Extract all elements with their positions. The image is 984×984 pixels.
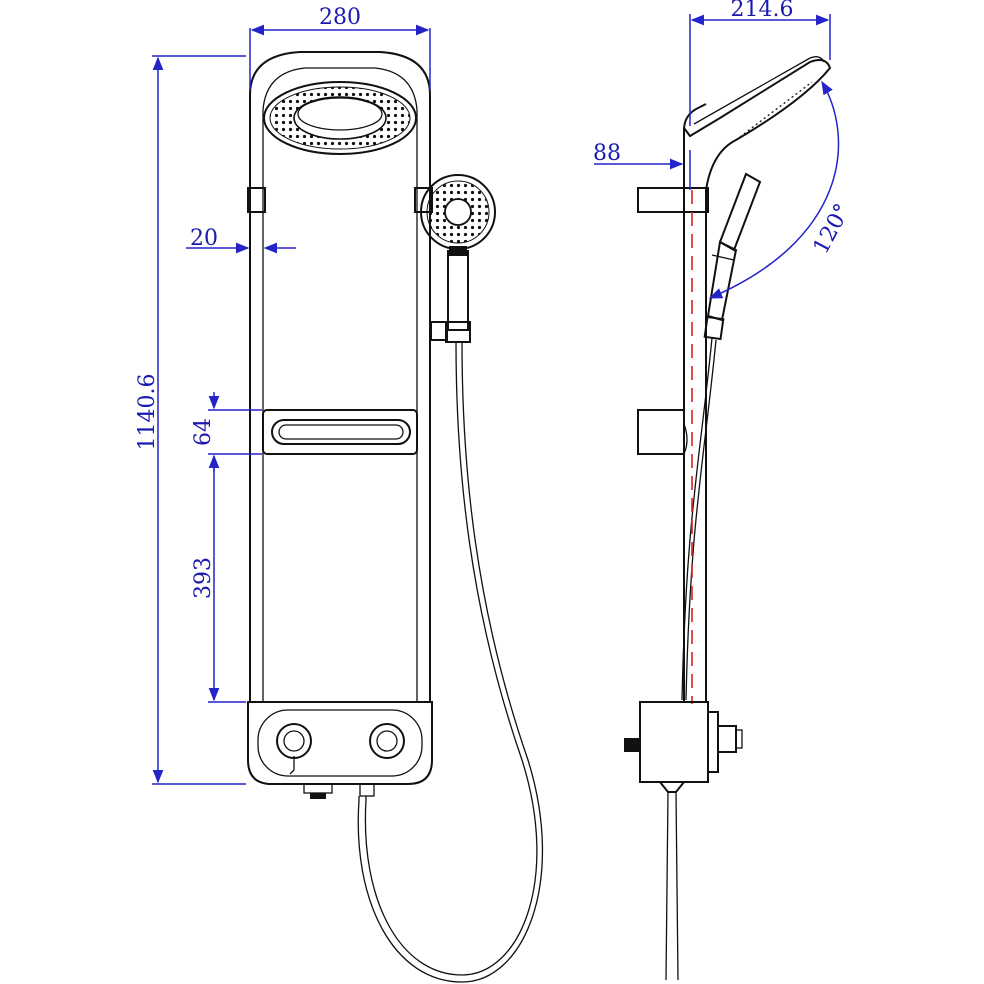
- shelf: [262, 409, 418, 455]
- diverter-knob-right: [369, 723, 405, 759]
- dimension-head-reach: 214.6: [689, 0, 831, 126]
- side-hose: [681, 337, 713, 701]
- mixer-knob-left: [276, 723, 312, 775]
- side-panel: [683, 130, 707, 702]
- dimension-wall-offset: 88: [593, 141, 691, 190]
- hand-shower: [420, 174, 496, 343]
- dim-label-shelf-to-bottom: 393: [191, 557, 216, 599]
- dim-label-head-reach: 214.6: [731, 0, 794, 22]
- dim-label-wall-offset: 88: [593, 141, 621, 166]
- side-hand-shower: [703, 172, 762, 341]
- dim-label-width: 280: [319, 5, 361, 30]
- dim-label-rail-offset: 20: [190, 226, 218, 251]
- dimension-height: 1140.6: [135, 55, 246, 785]
- dimension-rail-offset: 20: [186, 226, 296, 254]
- dimension-shelf-to-bottom: 393: [191, 457, 246, 703]
- panel-outline: [249, 51, 431, 702]
- side-head-arm: [683, 59, 832, 191]
- dimension-width: 280: [249, 5, 431, 90]
- side-view: 214.6 88 120°: [593, 0, 856, 981]
- front-view: 280 1140.6 20 64 393: [135, 5, 544, 983]
- control-box: [247, 701, 433, 799]
- dim-label-shelf-thickness: 64: [191, 418, 216, 446]
- dimension-shelf-thickness: 64: [191, 392, 262, 472]
- side-bracket-shelf: [637, 409, 685, 455]
- side-control-box: [624, 701, 743, 981]
- dim-label-tilt-angle: 120°: [809, 200, 856, 259]
- wall-bracket-left: [247, 187, 266, 213]
- rain-shower-head: [263, 81, 417, 155]
- side-bracket-top: [637, 187, 709, 213]
- hose-front: [364, 341, 538, 976]
- dim-label-height: 1140.6: [135, 374, 160, 451]
